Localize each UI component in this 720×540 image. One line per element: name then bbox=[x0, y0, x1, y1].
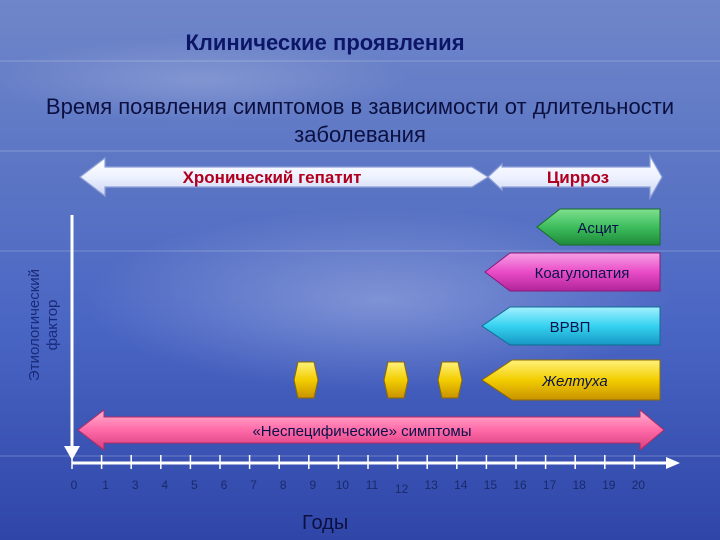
x-axis-tick-label: 17 bbox=[542, 478, 557, 492]
y-axis-label: Этиологический фактор bbox=[26, 268, 61, 382]
x-axis-tick-label: 8 bbox=[279, 478, 287, 492]
x-axis-ticks bbox=[71, 455, 636, 469]
x-axis-tick-label: 1 bbox=[102, 478, 109, 492]
x-axis-label: Годы bbox=[302, 512, 349, 534]
jaundice-arrow bbox=[481, 359, 661, 401]
x-axis-tick-label: 15 bbox=[483, 478, 498, 492]
slide-subtitle: Время появления симптомов в зависимости … bbox=[45, 94, 675, 147]
x-axis-tick-label: 6 bbox=[220, 478, 228, 492]
x-axis-tick-label: 13 bbox=[424, 478, 438, 492]
jaundice-episode bbox=[293, 361, 319, 399]
background-stripe bbox=[0, 150, 720, 152]
jaundice-episode bbox=[437, 361, 463, 399]
background-stripe bbox=[0, 455, 720, 457]
coagulopathy-label: Коагулопатия bbox=[535, 265, 630, 282]
varices-arrow bbox=[481, 306, 661, 346]
x-axis-tick-label: 20 bbox=[631, 478, 646, 492]
cirrhosis-arrow bbox=[487, 153, 663, 201]
x-axis-tick-label: 19 bbox=[602, 478, 616, 492]
slide-title: Клинические проявления bbox=[185, 30, 465, 55]
ascites-arrow bbox=[536, 208, 661, 246]
nonspecific-symptoms-arrow bbox=[77, 408, 665, 452]
x-axis-tick-label: 3 bbox=[131, 478, 139, 492]
coagulopathy-arrow bbox=[484, 252, 661, 292]
jaundice-episode bbox=[383, 361, 409, 399]
x-axis-tick-label: 18 bbox=[572, 478, 586, 492]
x-axis-tick-label: 14 bbox=[454, 478, 468, 492]
x-axis-tick-label: 0 bbox=[70, 478, 78, 492]
x-axis-tick-label: 4 bbox=[161, 478, 169, 492]
x-axis-tick-label: 5 bbox=[191, 478, 198, 492]
varices-label: ВРВП bbox=[550, 319, 591, 336]
background-stripe bbox=[0, 60, 720, 62]
x-axis-tick-label: 11 bbox=[365, 478, 379, 492]
ascites-label: Асцит bbox=[577, 220, 618, 237]
jaundice-label: Желтуха bbox=[541, 373, 607, 390]
x-axis-tick-label: 9 bbox=[309, 478, 317, 492]
x-axis-tick-label: 7 bbox=[250, 478, 257, 492]
cirrhosis-label: Цирроз bbox=[547, 168, 609, 187]
x-axis-arrowhead bbox=[666, 457, 680, 469]
background-stripe bbox=[0, 250, 720, 252]
x-axis-tick-label: 16 bbox=[513, 478, 527, 492]
x-axis-tick-label: 12 bbox=[394, 482, 409, 496]
chronic-hepatitis-label: Хронический гепатит bbox=[183, 168, 362, 187]
y-axis-arrowhead bbox=[64, 446, 80, 460]
nonspecific-symptoms-label: «Неспецифические» симптомы bbox=[252, 423, 471, 440]
x-axis-tick-label: 10 bbox=[335, 478, 350, 492]
